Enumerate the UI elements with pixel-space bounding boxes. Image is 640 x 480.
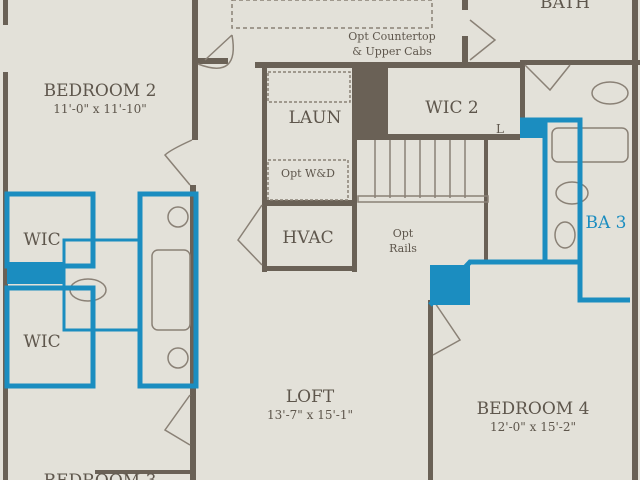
wic-divider (7, 262, 65, 284)
wd-note: Opt W&D (281, 167, 335, 180)
wic2-label: WIC 2 (425, 98, 478, 118)
loft-size: 13'-7" x 15'-1" (267, 408, 353, 422)
fixtures (69, 0, 629, 446)
loft-label: LOFT (286, 387, 335, 407)
wic-upper-label: WIC (23, 230, 60, 250)
linen-label: L (496, 122, 504, 136)
wic-lower-label: WIC (23, 332, 60, 352)
countertop-note-1: Opt Countertop (348, 30, 435, 43)
countertop-note-2: & Upper Cabs (352, 45, 432, 58)
walls (3, 0, 640, 480)
rails-note-2: Rails (389, 242, 417, 255)
bedroom3-label: BEDROOM 3 (44, 471, 157, 480)
bedroom4-label: BEDROOM 4 (477, 399, 590, 419)
bedroom2-label: BEDROOM 2 (44, 81, 157, 101)
hvac-label: HVAC (282, 228, 333, 248)
rails-note-1: Opt (393, 227, 414, 240)
bedroom2-size: 11'-0" x 11'-10" (53, 102, 147, 116)
bath-label: BATH (540, 0, 590, 13)
ba3-corner (520, 118, 545, 138)
laundry-label: LAUN (289, 108, 342, 128)
ba3-label: BA 3 (586, 213, 627, 233)
bedroom4-closet-corner (430, 265, 470, 305)
bedroom4-size: 12'-0" x 15'-2" (490, 420, 576, 434)
